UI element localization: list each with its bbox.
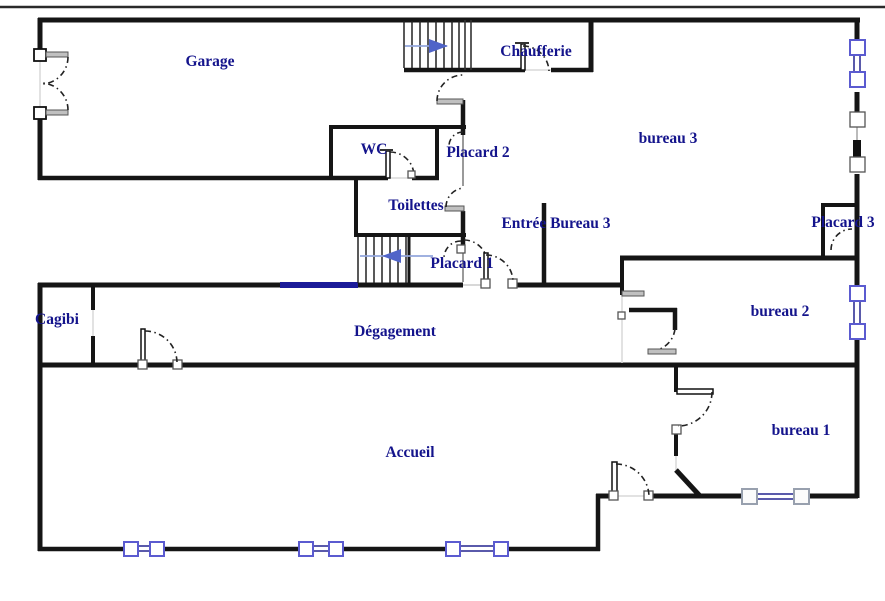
entree-bureau3-door <box>480 252 518 289</box>
room-label-placard1: Placard 1 <box>430 255 493 272</box>
bureau3-window <box>849 39 866 88</box>
room-label-bureau3: bureau 3 <box>639 130 698 147</box>
garage-double-door <box>33 48 69 120</box>
room-label-placard3: Placard 3 <box>811 214 875 231</box>
room-label-accueil: Accueil <box>385 444 435 461</box>
room-label-garage: Garage <box>185 53 234 70</box>
upper-stairs <box>403 20 472 70</box>
room-label-placard2: Placard 2 <box>446 144 510 161</box>
placard3-door <box>830 228 853 251</box>
room-labels: Garage Chaufferie WC Placard 2 bureau 3 … <box>35 43 875 461</box>
bureau2-entry-door <box>617 290 677 355</box>
room-label-wc: WC <box>361 141 388 158</box>
accueil-window-2 <box>298 541 344 557</box>
degagement-accueil-door <box>137 328 183 370</box>
toilettes-door <box>444 187 465 212</box>
room-label-entree-bureau3: Entrée Bureau 3 <box>501 215 610 232</box>
stairs-arrow-left-icon <box>382 249 401 263</box>
bureau2-window <box>849 285 866 340</box>
accueil-back-door <box>608 461 654 501</box>
room-label-bureau1: bureau 1 <box>772 422 831 439</box>
bureau1-window <box>741 488 810 505</box>
stairs-arrow-right-icon <box>429 39 448 53</box>
wc-door <box>380 149 416 179</box>
bureau3-wall-break <box>849 111 866 173</box>
accueil-window-1 <box>123 541 165 557</box>
stair-landing-door <box>436 74 464 105</box>
interior-walls <box>38 18 857 498</box>
placard2-door <box>448 131 464 147</box>
chaufferie-door <box>515 42 551 72</box>
room-label-cagibi: Cagibi <box>35 311 80 328</box>
accueil-window-3 <box>445 541 509 557</box>
room-label-degagement: Dégagement <box>354 323 437 340</box>
room-label-toilettes: Toilettes <box>388 197 443 214</box>
lower-stairs <box>357 237 433 283</box>
room-label-bureau2: bureau 2 <box>751 303 810 320</box>
room-label-chaufferie: Chaufferie <box>500 43 572 60</box>
bureau1-entry-door <box>671 388 714 435</box>
